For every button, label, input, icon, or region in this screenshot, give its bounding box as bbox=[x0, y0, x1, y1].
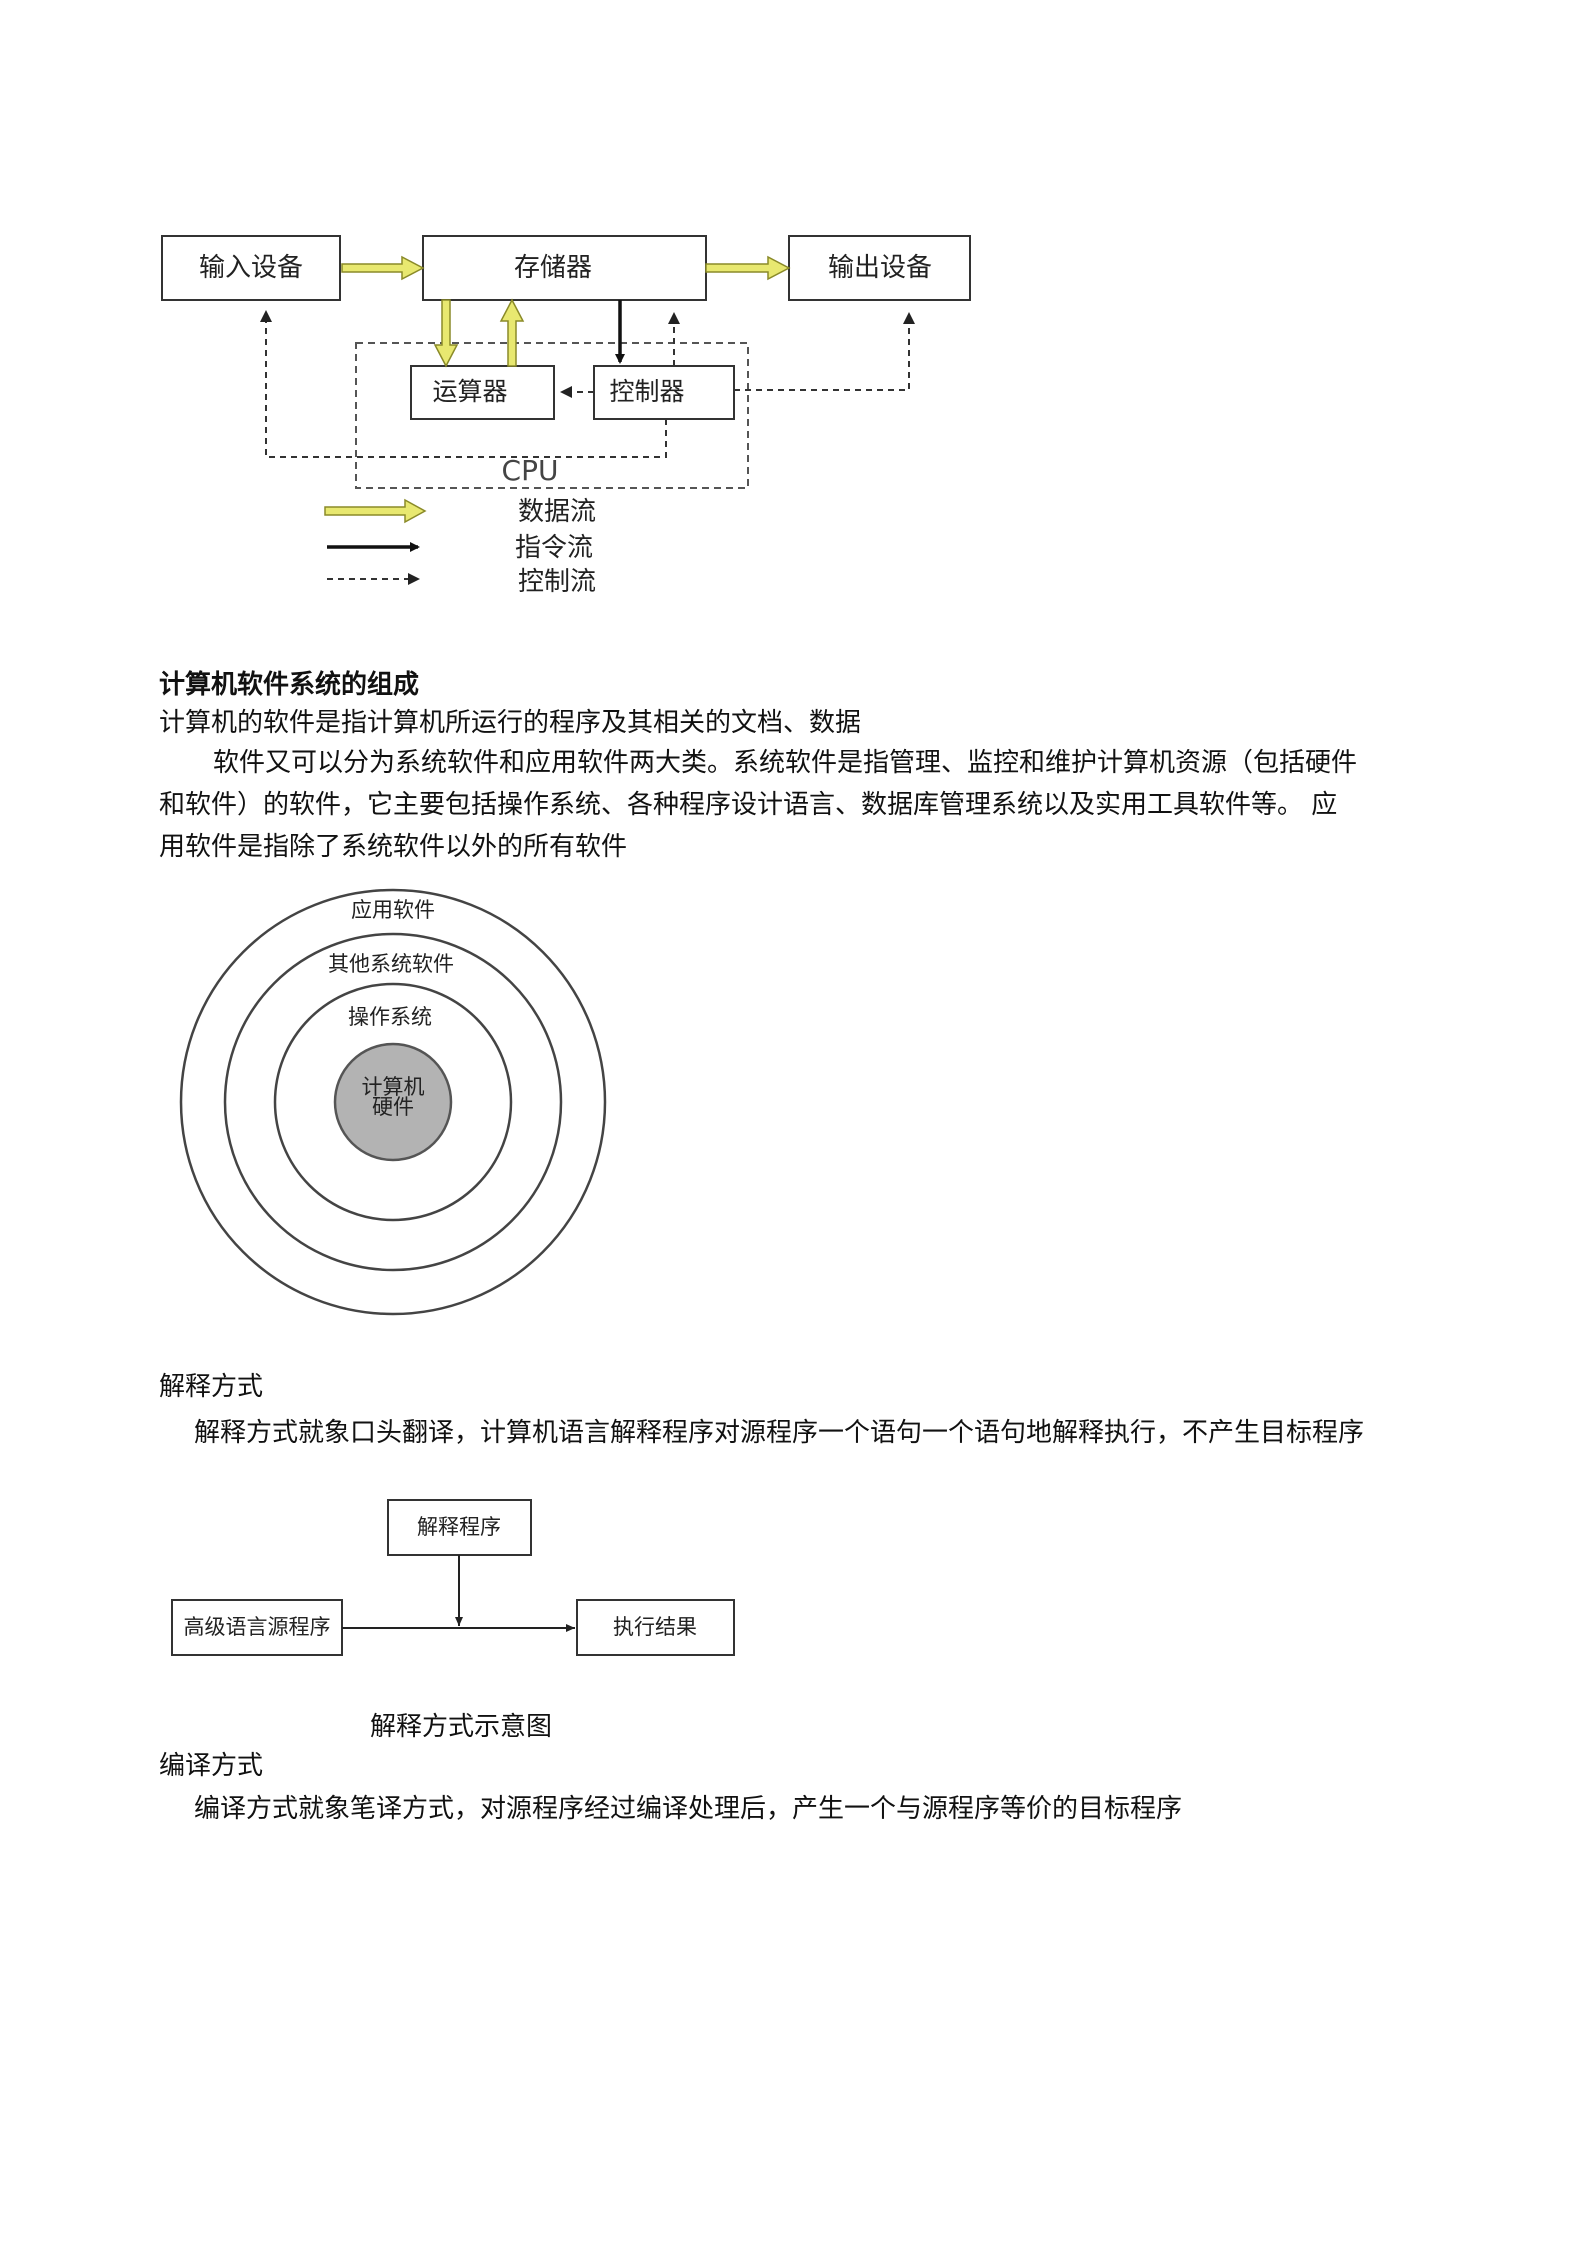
ring-operating-system-label: 操作系统 bbox=[348, 1005, 432, 1029]
ring-operating-system bbox=[273, 982, 513, 1222]
controller-label: 控制器 bbox=[609, 377, 684, 406]
section-title-compilation: 编译方式 bbox=[159, 1751, 264, 1781]
legend-data-flow-label: 数据流 bbox=[518, 497, 596, 527]
interpreter-label: 解释程序 bbox=[417, 1515, 501, 1539]
data-flow-input-to-memory bbox=[341, 255, 425, 281]
paragraph-interpretation: 解释方式就象口头翻译，计算机语言解释程序对源程序一个语句一个语句地解释执行，不产… bbox=[194, 1418, 1365, 1448]
paragraph-software-classes-line3: 用软件是指除了系统软件以外的所有软件 bbox=[159, 832, 628, 862]
paragraph-software-classes-line2: 和软件）的软件，它主要包括操作系统、各种程序设计语言、数据库管理系统以及实用工具… bbox=[159, 790, 1338, 820]
input-device-box bbox=[161, 235, 341, 301]
core-hardware bbox=[333, 1042, 453, 1162]
input-device-label: 输入设备 bbox=[199, 253, 303, 283]
cpu-boundary bbox=[355, 342, 749, 489]
paragraph-software-classes-line1: 软件又可以分为系统软件和应用软件两大类。系统软件是指管理、监控和维护计算机资源（… bbox=[213, 748, 1358, 778]
data-flow-memory-to-alu bbox=[433, 299, 459, 368]
ring-other-system-software bbox=[223, 932, 563, 1272]
section-title-software-system: 计算机软件系统的组成 bbox=[159, 670, 420, 700]
core-hardware-label-line2: 硬件 bbox=[372, 1095, 414, 1119]
section-title-interpretation: 解释方式 bbox=[159, 1372, 264, 1402]
core-hardware-label-line1: 计算机 bbox=[362, 1075, 425, 1099]
legend-instruction-flow-label: 指令流 bbox=[515, 533, 593, 563]
output-device-label: 输出设备 bbox=[828, 253, 932, 283]
output-device-box bbox=[788, 235, 971, 301]
data-flow-alu-to-memory bbox=[499, 298, 525, 367]
alu-label: 运算器 bbox=[432, 377, 507, 406]
source-program-label: 高级语言源程序 bbox=[184, 1615, 331, 1639]
execution-result-label: 执行结果 bbox=[613, 1615, 697, 1639]
legend: 数据流 指令流 控制流 bbox=[324, 497, 596, 597]
alu-box bbox=[410, 365, 555, 420]
memory-label: 存储器 bbox=[514, 253, 592, 283]
source-program-box bbox=[171, 1599, 343, 1656]
memory-box bbox=[422, 235, 707, 301]
paragraph-software-definition: 计算机的软件是指计算机所运行的程序及其相关的文档、数据 bbox=[159, 708, 862, 738]
cpu-label: CPU bbox=[502, 454, 559, 487]
software-layers-diagram: 应用软件 其他系统软件 操作系统 计算机 硬件 bbox=[179, 888, 607, 1316]
execution-result-box bbox=[576, 1599, 735, 1656]
computer-architecture-diagram: 输入设备 存储器 输出设备 运算器 控制器 CPU 数据流 指令流 控制流 bbox=[161, 235, 971, 597]
data-flow-memory-to-output bbox=[705, 255, 791, 281]
control-flow-lines bbox=[260, 310, 915, 458]
interpretation-diagram: 解释程序 高级语言源程序 执行结果 bbox=[171, 1499, 735, 1656]
paragraph-compilation: 编译方式就象笔译方式，对源程序经过编译处理后，产生一个与源程序等价的目标程序 bbox=[194, 1794, 1183, 1824]
ring-other-system-software-label: 其他系统软件 bbox=[328, 952, 454, 976]
legend-control-flow-label: 控制流 bbox=[518, 567, 596, 597]
ring-application-software bbox=[179, 888, 607, 1316]
legend-data-flow-arrow bbox=[324, 498, 427, 524]
figure-caption-interpretation: 解释方式示意图 bbox=[370, 1712, 553, 1742]
ring-application-software-label: 应用软件 bbox=[351, 898, 435, 922]
